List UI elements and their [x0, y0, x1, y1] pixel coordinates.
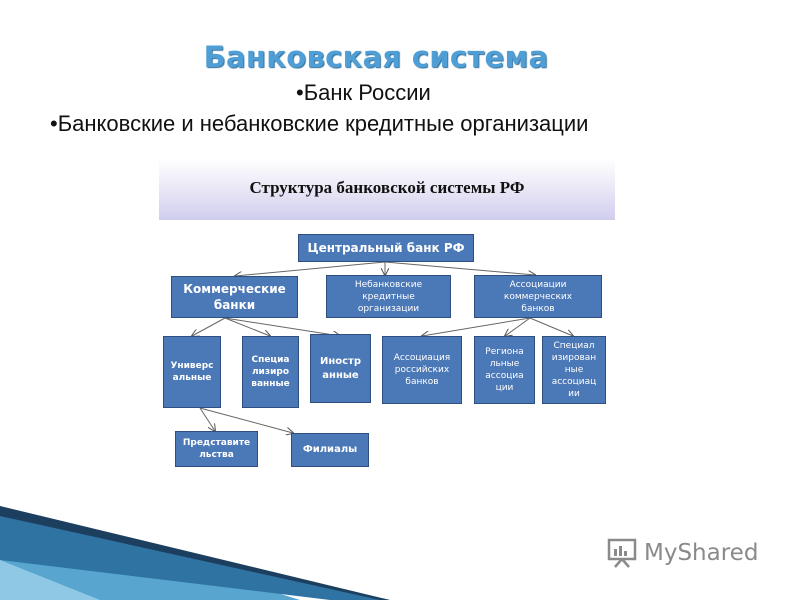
connector-universal-representations	[199, 407, 215, 431]
node-assoc-russian-banks: Ассоциация российских банков	[382, 336, 462, 404]
watermark-logo: MyShared	[606, 537, 758, 569]
connector-commercial-foreign	[224, 317, 340, 336]
bullet-credit-organizations: •Банковские и небанковские кредитные орг…	[50, 111, 589, 136]
connector-assoc-regional	[505, 317, 531, 336]
connector-assoc-russian	[422, 317, 531, 336]
bullet-bank-of-russia: •Банк России	[296, 80, 431, 105]
diagram-header-panel: Структура банковской системы РФ	[159, 158, 615, 220]
connector-commercial-specialized	[224, 317, 270, 336]
connector-cb-commercial	[235, 261, 386, 276]
node-central-bank: Центральный банк РФ	[298, 234, 474, 262]
node-assoc-commercial-banks: Ассоциации коммерческих банков	[474, 275, 602, 318]
node-commercial-banks: Коммерческие банки	[171, 276, 298, 318]
slide-title: Банковская система	[203, 40, 549, 74]
connector-universal-branches	[199, 407, 293, 433]
node-nonbank-credit-orgs: Небанковские кредитные организации	[326, 275, 451, 318]
connector-commercial-universal	[192, 317, 226, 336]
node-universal: Универс альные	[163, 336, 221, 408]
connector-cb-assoc	[384, 261, 535, 275]
connector-assoc-specialized	[529, 317, 573, 336]
diagram-header: Структура банковской системы РФ	[249, 178, 525, 197]
watermark-text: MyShared	[644, 540, 759, 566]
node-regional-assoc: Региона льные ассоциа ции	[474, 336, 535, 404]
node-specialized-assoc: Специал изирован ные ассоциац ии	[542, 336, 606, 404]
node-specialized: Специа лизиро ванные	[242, 336, 299, 408]
node-foreign: Иностр анные	[310, 334, 371, 403]
presentation-board-icon	[607, 538, 637, 568]
node-branches: Филиалы	[291, 433, 369, 467]
node-representations: Представите льства	[175, 431, 258, 467]
